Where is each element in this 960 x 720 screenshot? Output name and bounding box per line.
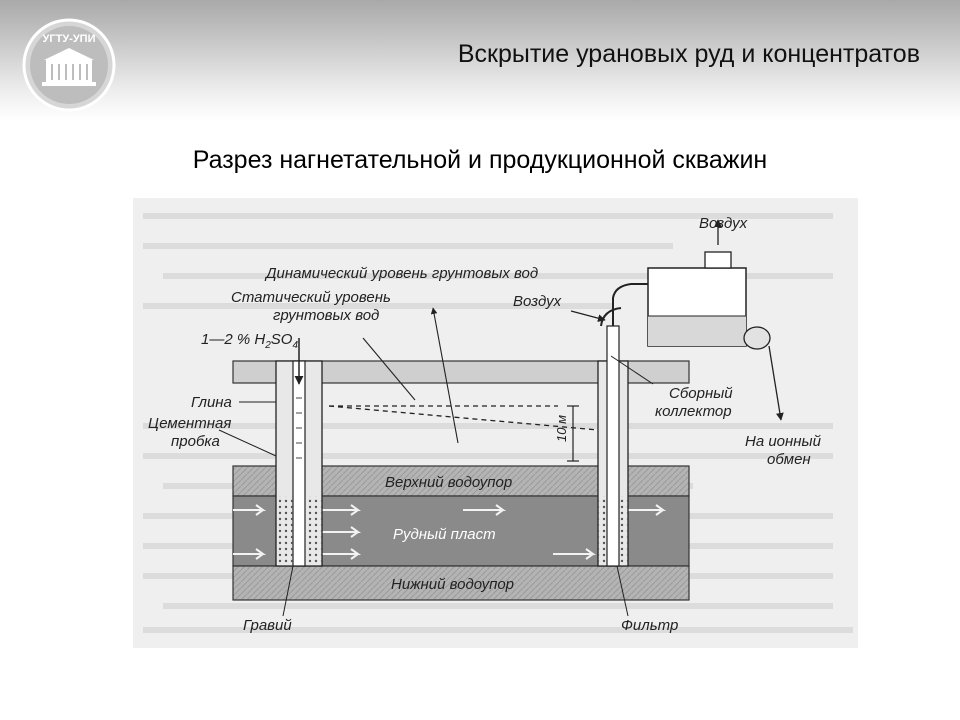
- water-levels: [328, 307, 599, 444]
- label-acid: 1—2 % H2SO4: [201, 331, 298, 351]
- leader-lines: [218, 355, 654, 617]
- clay-layer: [232, 360, 690, 384]
- university-logo: УГТУ-УПИ: [22, 18, 116, 112]
- solution-flow-arrows: [233, 504, 667, 560]
- header-band: [0, 0, 960, 120]
- label-air-top: Воздух: [699, 215, 748, 232]
- label-static-level-2: грунтовых вод: [273, 307, 379, 324]
- lower-aquitard-layer: [232, 565, 690, 601]
- label-filter: Фильтр: [621, 617, 678, 634]
- label-gravel: Гравий: [243, 617, 292, 634]
- label-ore-layer: Рудный пласт: [393, 526, 496, 543]
- label-static-level-1: Статический уровень: [231, 289, 391, 306]
- label-ion-exchange-1: На ионный: [745, 433, 822, 450]
- label-clay: Глина: [191, 394, 232, 411]
- label-ion-exchange-2: обмен: [767, 451, 811, 468]
- logo-text: УГТУ-УПИ: [43, 33, 96, 45]
- label-air-side: Воздух: [513, 293, 562, 310]
- collector-tank: [647, 219, 784, 421]
- slide-subtitle: Разрез нагнетательной и продукционной ск…: [192, 146, 768, 174]
- production-well: [570, 283, 648, 567]
- label-collector-2: коллектор: [655, 403, 732, 420]
- label-cement-2: пробка: [171, 433, 220, 450]
- slide-title: Вскрытие урановых руд и концентратов: [457, 40, 920, 68]
- depth-label: 10 м: [554, 415, 569, 442]
- injection-well: [275, 338, 323, 567]
- label-collector-1: Сборный: [669, 385, 733, 402]
- well-cross-section-diagram: 10 м Воздух Динамический уровень грунтов…: [133, 198, 858, 648]
- label-cement-1: Цементная: [148, 415, 231, 432]
- label-upper-aquitard: Верхний водоупор: [385, 474, 512, 491]
- depth-marker: 10 м: [554, 405, 579, 462]
- label-dynamic-level: Динамический уровень грунтовых вод: [264, 265, 538, 282]
- label-lower-aquitard: Нижний водоупор: [391, 576, 514, 593]
